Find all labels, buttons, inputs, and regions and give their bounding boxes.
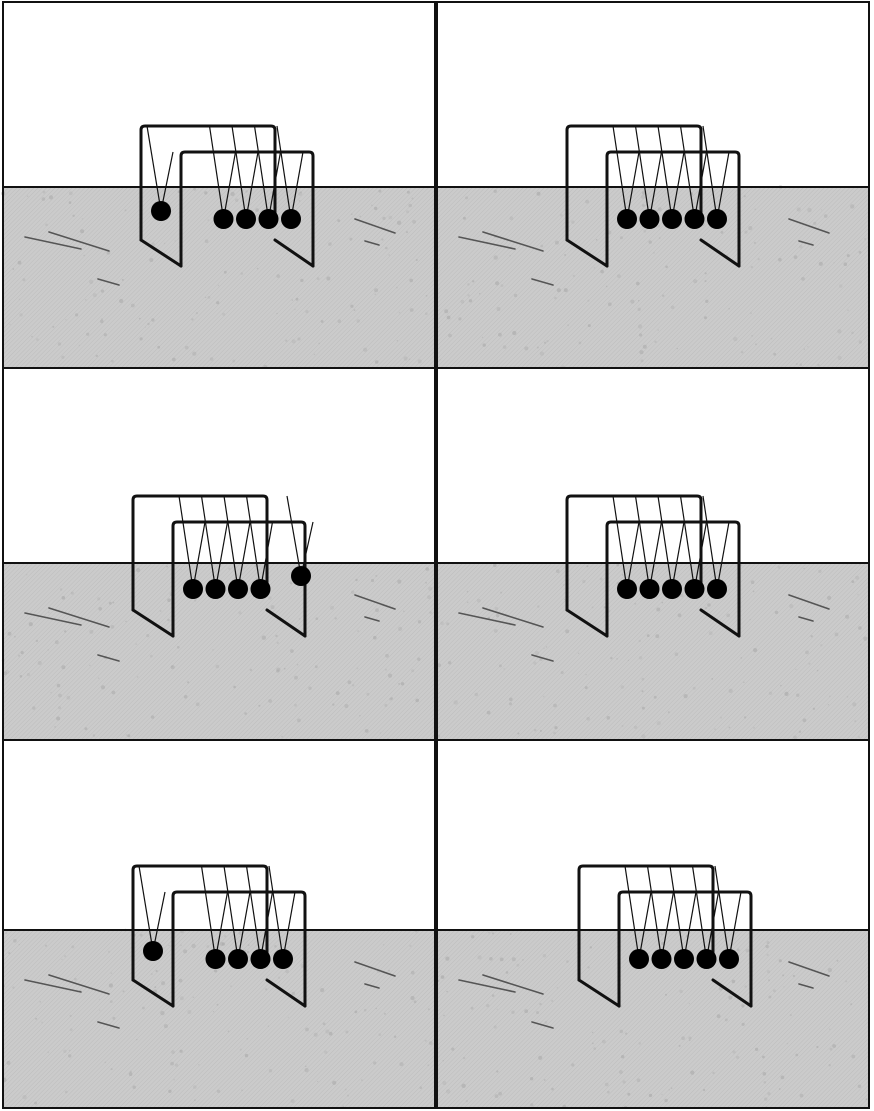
ball-4 (685, 209, 705, 229)
sky-area (3, 740, 435, 930)
balls (617, 579, 727, 599)
balls (617, 209, 727, 229)
ball-1 (183, 579, 203, 599)
panel-2 (437, 2, 869, 369)
ball-4 (251, 949, 271, 969)
ball-1 (151, 201, 171, 221)
panel-6 (436, 740, 869, 1109)
panel-1 (1, 2, 435, 369)
panel-4 (437, 368, 869, 740)
panel-5 (2, 740, 435, 1108)
ball-2 (640, 579, 660, 599)
ball-2 (640, 209, 660, 229)
ball-1 (143, 941, 163, 961)
ball-3 (228, 949, 248, 969)
ball-1 (629, 949, 649, 969)
ball-4 (259, 209, 279, 229)
ball-2 (652, 949, 672, 969)
ball-5 (273, 949, 293, 969)
ball-5 (707, 579, 727, 599)
ball-3 (662, 209, 682, 229)
sky-area (3, 368, 435, 563)
sky-area (3, 2, 435, 187)
ball-1 (617, 209, 637, 229)
sky-area (437, 2, 869, 187)
ball-3 (674, 949, 694, 969)
ball-5 (707, 209, 727, 229)
ball-4 (251, 579, 271, 599)
ball-2 (206, 949, 226, 969)
ball-3 (236, 209, 256, 229)
ball-2 (214, 209, 234, 229)
ball-2 (206, 579, 226, 599)
ball-3 (662, 579, 682, 599)
ball-5 (719, 949, 739, 969)
ball-1 (617, 579, 637, 599)
ball-3 (228, 579, 248, 599)
ball-5 (281, 209, 301, 229)
sky-area (437, 368, 869, 563)
ball-4 (697, 949, 717, 969)
balls (629, 949, 739, 969)
panel-3 (2, 368, 435, 740)
ball-5 (291, 566, 311, 586)
ball-4 (685, 579, 705, 599)
